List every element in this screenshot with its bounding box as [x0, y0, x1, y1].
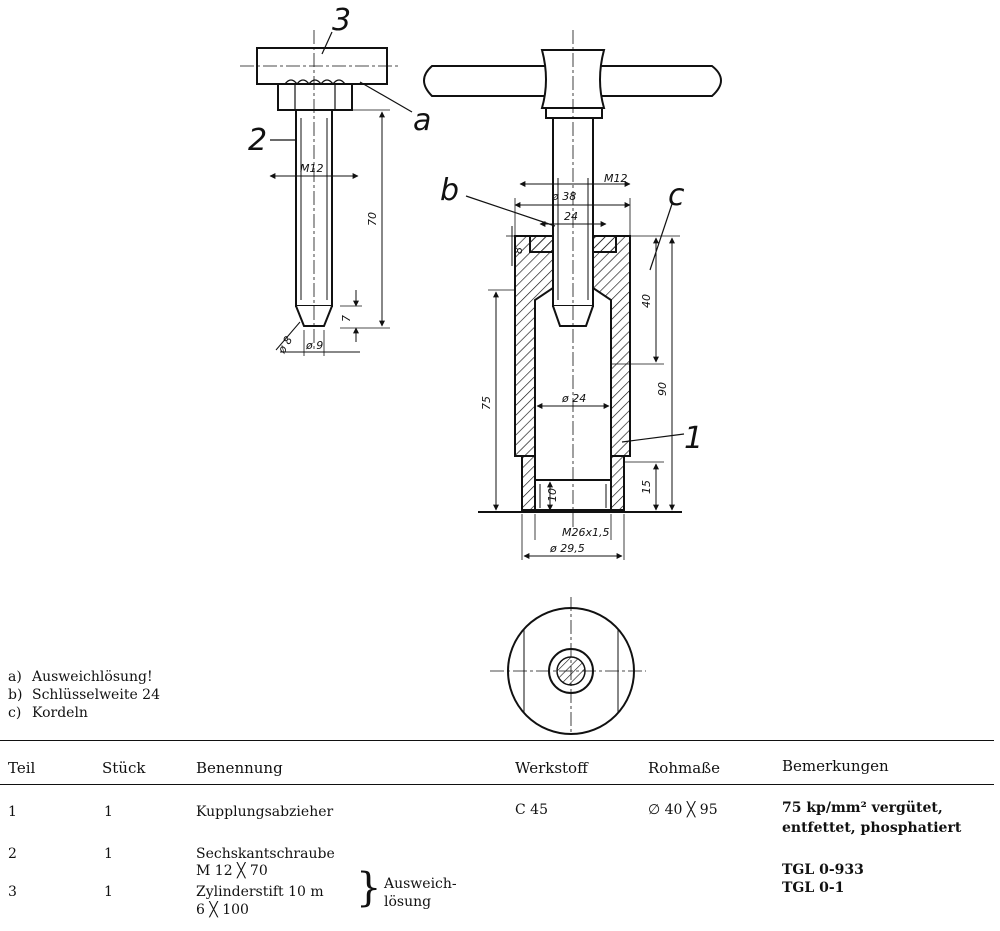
dim-bolt-tip-dia: ø 9 [305, 339, 323, 352]
section-view [490, 597, 646, 735]
bolt-assembly-view [240, 30, 413, 356]
row2-stueck: 1 [104, 846, 113, 862]
alternative-brace: } [356, 865, 382, 911]
header-rohmasse: Rohmaße [648, 759, 721, 777]
dim-inner-depth: 40 [640, 294, 653, 308]
row1-bemerkungen-2: entfettet, phosphatiert [782, 820, 962, 836]
note-c: c)Kordeln [8, 705, 88, 721]
callout-part-3: 3 [332, 3, 351, 38]
bolt-hex-head [277, 83, 353, 111]
row1-bemerkungen-1: 75 kp/mm² vergütet, [782, 800, 943, 816]
row1-rohmasse: ∅ 40 ╳ 95 [648, 802, 718, 818]
dim-body-height: 75 [480, 396, 493, 410]
callout-part-2: 2 [248, 123, 267, 158]
parts-list-table: Teil Stück Benennung Werkstoff Rohmaße B… [0, 740, 994, 931]
row1-teil: 1 [8, 804, 17, 820]
row1-werkstoff: C 45 [515, 802, 548, 818]
callout-c: c [668, 178, 685, 213]
puller-assembly-view [423, 30, 722, 560]
header-werkstoff: Werkstoff [515, 759, 588, 777]
header-bemerkungen: Bemerkungen [782, 757, 889, 775]
row3-bemerkungen: TGL 0-1 [782, 880, 845, 896]
callout-a: a [413, 103, 431, 138]
alternative-label-2: lösung [384, 894, 432, 910]
row2-bemerkungen: TGL 0-933 [782, 862, 864, 878]
dim-bolt-chamfer: ø 8 [275, 334, 295, 356]
dim-thread-length: 10 [546, 488, 559, 502]
table-header-rule [0, 784, 994, 785]
row1-stueck: 1 [104, 804, 113, 820]
dim-inner-dia: ø 24 [561, 392, 586, 405]
callout-b: b [440, 173, 459, 208]
header-teil: Teil [8, 759, 36, 777]
dim-nose-dia: ø 29,5 [549, 542, 585, 555]
dim-wrench-size: 24 [564, 210, 578, 223]
note-a: a)Ausweichlösung! [8, 669, 153, 685]
header-stueck: Stück [102, 759, 146, 777]
puller-body-right-wall [592, 235, 631, 457]
row2-benennung-1: Sechskantschraube [196, 846, 335, 862]
callout-part-1: 1 [684, 421, 703, 456]
row3-benennung-1: Zylinderstift 10 m [196, 884, 324, 900]
notes-list: a)Ausweichlösung! b)Schlüsselweite 24 c)… [8, 668, 160, 722]
header-benennung: Benennung [196, 759, 283, 777]
dim-top-thread: M12 [604, 172, 628, 185]
dim-nose-thread: M26x1,5 [562, 526, 610, 539]
alternative-label-1: Ausweich- [384, 876, 457, 892]
row3-benennung-2: 6 ╳ 100 [196, 902, 249, 918]
dim-bolt-thread: M12 [300, 162, 324, 175]
dim-bolt-length: 70 [366, 212, 379, 226]
row1-benennung: Kupplungsabzieher [196, 804, 334, 820]
dim-total-height: 90 [656, 382, 669, 396]
row2-benennung-2: M 12 ╳ 70 [196, 863, 268, 879]
row3-teil: 3 [8, 884, 17, 900]
table-top-rule [0, 740, 994, 741]
note-b: b)Schlüsselweite 24 [8, 687, 160, 703]
dim-knurl-height: 8 [512, 247, 525, 254]
dim-bolt-tip: 7 [340, 315, 353, 322]
technical-drawing: 3 2 a b c 1 M12 70 7 ø 9 ø 8 M12 ø 38 24… [240, 3, 722, 560]
row3-stueck: 1 [104, 884, 113, 900]
dim-nose-height: 15 [640, 480, 653, 494]
puller-body-nose [521, 455, 536, 511]
dim-hex-dia: ø 38 [551, 190, 576, 203]
puller-body-left-wall [514, 235, 554, 457]
row2-teil: 2 [8, 846, 17, 862]
